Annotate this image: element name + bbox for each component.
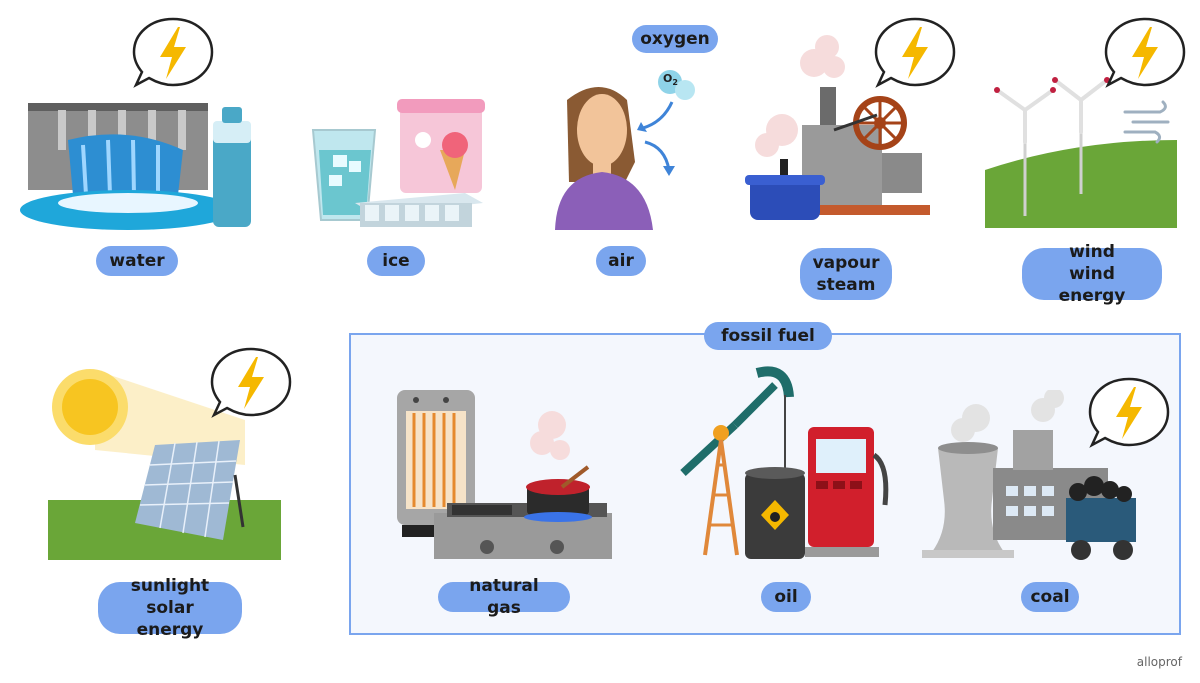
label-coal: coal [1021, 582, 1079, 612]
label-oil: oil [761, 582, 811, 612]
lightning-bubble-icon [210, 347, 292, 418]
label-vapour-steam: vapour steam [800, 248, 892, 300]
label-solar-energy: sunlight solar energy [98, 576, 242, 640]
coal-illustration [922, 390, 1136, 560]
lightning-bubble-icon [874, 17, 956, 88]
ice-illustration [311, 99, 485, 227]
air-illustration [555, 70, 695, 230]
o2-molecule-label: O2 [663, 72, 678, 88]
lightning-bubble-icon [1088, 377, 1170, 448]
oil-illustration [680, 366, 889, 559]
natural-gas-illustration [397, 390, 612, 559]
label-ice: ice [367, 246, 425, 276]
steam-engine-illustration [745, 35, 930, 220]
watermark-logo: alloprof [1136, 655, 1182, 669]
label-water: water [96, 246, 178, 276]
lightning-bubble-icon [1104, 17, 1186, 88]
label-fossil-fuel: fossil fuel [704, 322, 832, 350]
label-wind-energy: wind wind energy [1022, 242, 1162, 306]
wind-illustration [985, 77, 1177, 228]
lightning-bubble-icon [132, 17, 214, 88]
label-natural-gas: natural gas [438, 576, 570, 618]
label-air: air [596, 246, 646, 276]
water-illustration [20, 103, 251, 230]
solar-illustration [48, 369, 281, 560]
label-oxygen: oxygen [632, 25, 718, 53]
